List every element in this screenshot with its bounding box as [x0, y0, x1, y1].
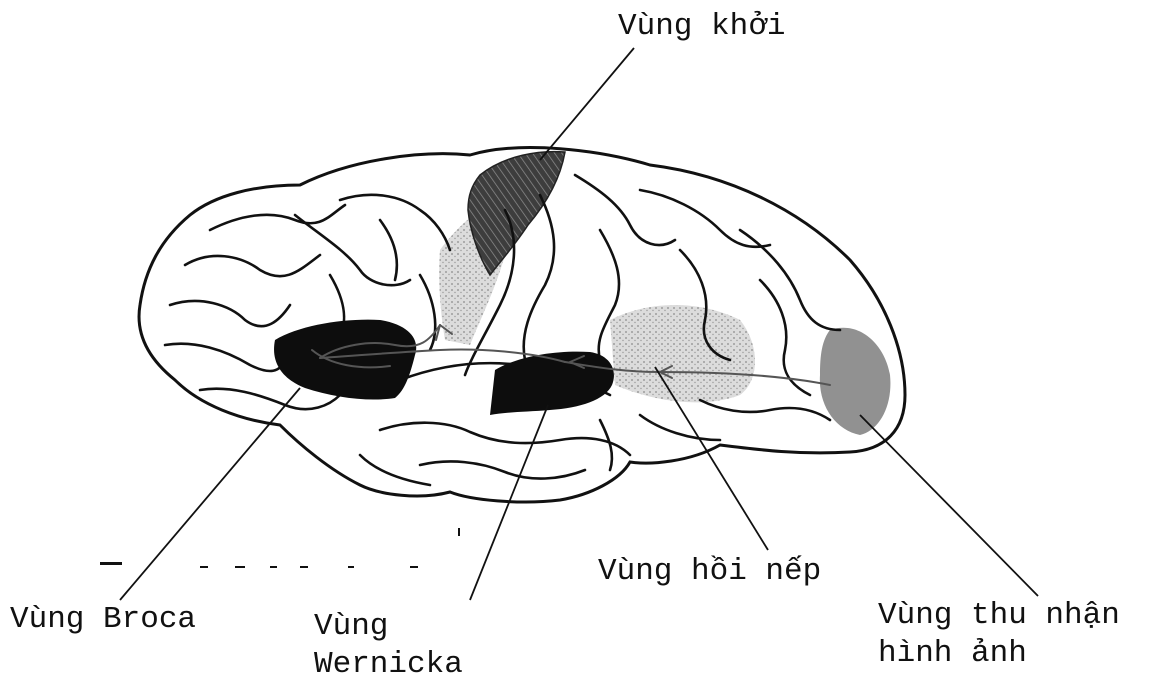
label-motor-area: Vùng khởi — [618, 8, 785, 46]
label-visual-line1: Vùng thu nhận — [878, 597, 1120, 635]
parietal-shaded-region — [610, 305, 755, 402]
label-wernicke-line1: Vùng — [314, 608, 463, 646]
label-wernicke-line2: Wernicka — [314, 646, 463, 684]
label-angular-gyrus: Vùng hồi nếp — [598, 553, 821, 591]
scan-marks — [100, 528, 460, 568]
label-visual-line2: hình ảnh — [878, 635, 1120, 673]
label-visual-area: Vùng thu nhận hình ảnh — [878, 597, 1120, 673]
label-wernicke-area: Vùng Wernicka — [314, 608, 463, 684]
label-broca-area: Vùng Broca — [10, 601, 196, 639]
